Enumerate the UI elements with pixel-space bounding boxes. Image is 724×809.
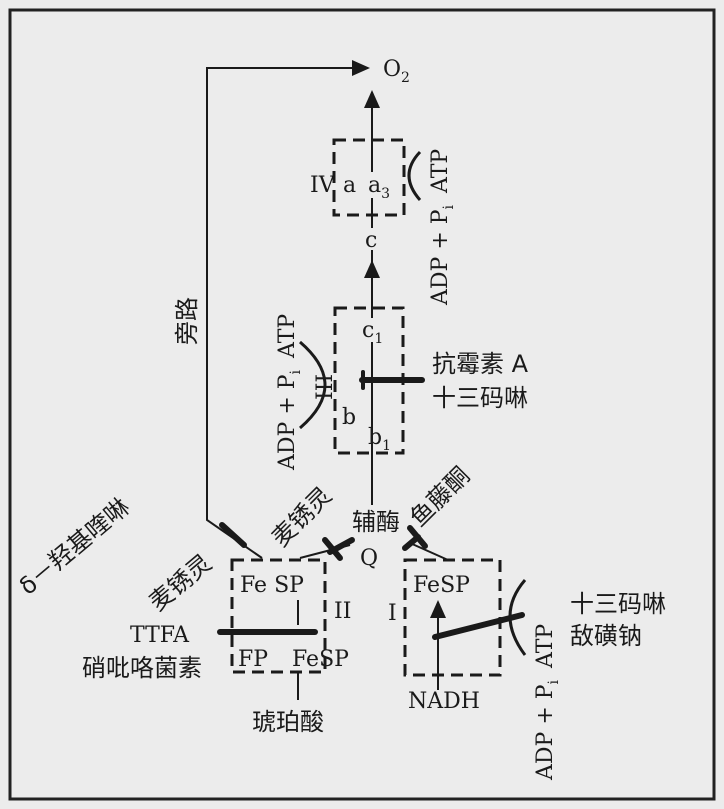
q-label: Q <box>360 546 378 571</box>
nadh-label: NADH <box>408 689 480 714</box>
complex-iv-box <box>332 138 406 217</box>
complex-ii-fesp-bottom: FeSP <box>292 647 349 672</box>
complex-ii-fesp-top: Fe SP <box>240 573 304 598</box>
cyt-c-label: c <box>365 228 377 253</box>
oxygen-label: O2 <box>383 57 410 86</box>
tridemorph-label-i: 十三码啉 <box>570 590 666 618</box>
complex-iii-coupling-arc <box>299 340 327 430</box>
ttfa-label: TTFA <box>130 623 190 648</box>
fenpiclonil-label: 硝吡咯菌素 <box>82 654 202 682</box>
antimycin-a-label: 抗霉素 A <box>432 350 529 378</box>
complex-ii-fp: FP <box>238 647 268 672</box>
frame <box>8 8 716 801</box>
cyt-b-label: b <box>342 405 356 430</box>
complex-iv-coupling-arc <box>407 150 422 201</box>
bypass-label: 旁路 <box>173 297 201 345</box>
rotenone-block-stem <box>402 534 421 551</box>
complex-ii-box <box>230 558 327 674</box>
complex-i-inhibition-bar <box>432 612 525 640</box>
cyt-a-label: a <box>343 173 356 198</box>
complex-ii-label: II <box>334 599 351 624</box>
fenaminosulf-label: 敌磺钠 <box>570 622 642 650</box>
complex-i-fesp: FeSP <box>413 573 470 598</box>
carboxin-block-q-cap <box>322 537 343 561</box>
complex-iii-phosphorylation: ADP + PiATP <box>275 314 304 471</box>
complex-i-coupling-arc <box>508 579 527 656</box>
complex-i-to-q <box>409 542 449 561</box>
cyt-c1-label: c1 <box>362 318 383 347</box>
complex-iv-label: IV <box>310 173 336 198</box>
cyt-a3-label: a3 <box>368 173 390 202</box>
tridemorph-label-iii: 十三码啉 <box>432 384 528 412</box>
complex-iv-phosphorylation: ADP + PiATP <box>428 149 457 306</box>
coenzyme-label: 辅酶 <box>352 508 400 536</box>
succinate-label: 琥珀酸 <box>252 708 324 736</box>
complex-i-label: I <box>388 601 397 626</box>
hydroxyquinoline-block <box>219 522 247 548</box>
cyt-b1-label: b1 <box>368 425 391 454</box>
complex-i-phosphorylation: ADP + PiATP <box>533 624 562 781</box>
